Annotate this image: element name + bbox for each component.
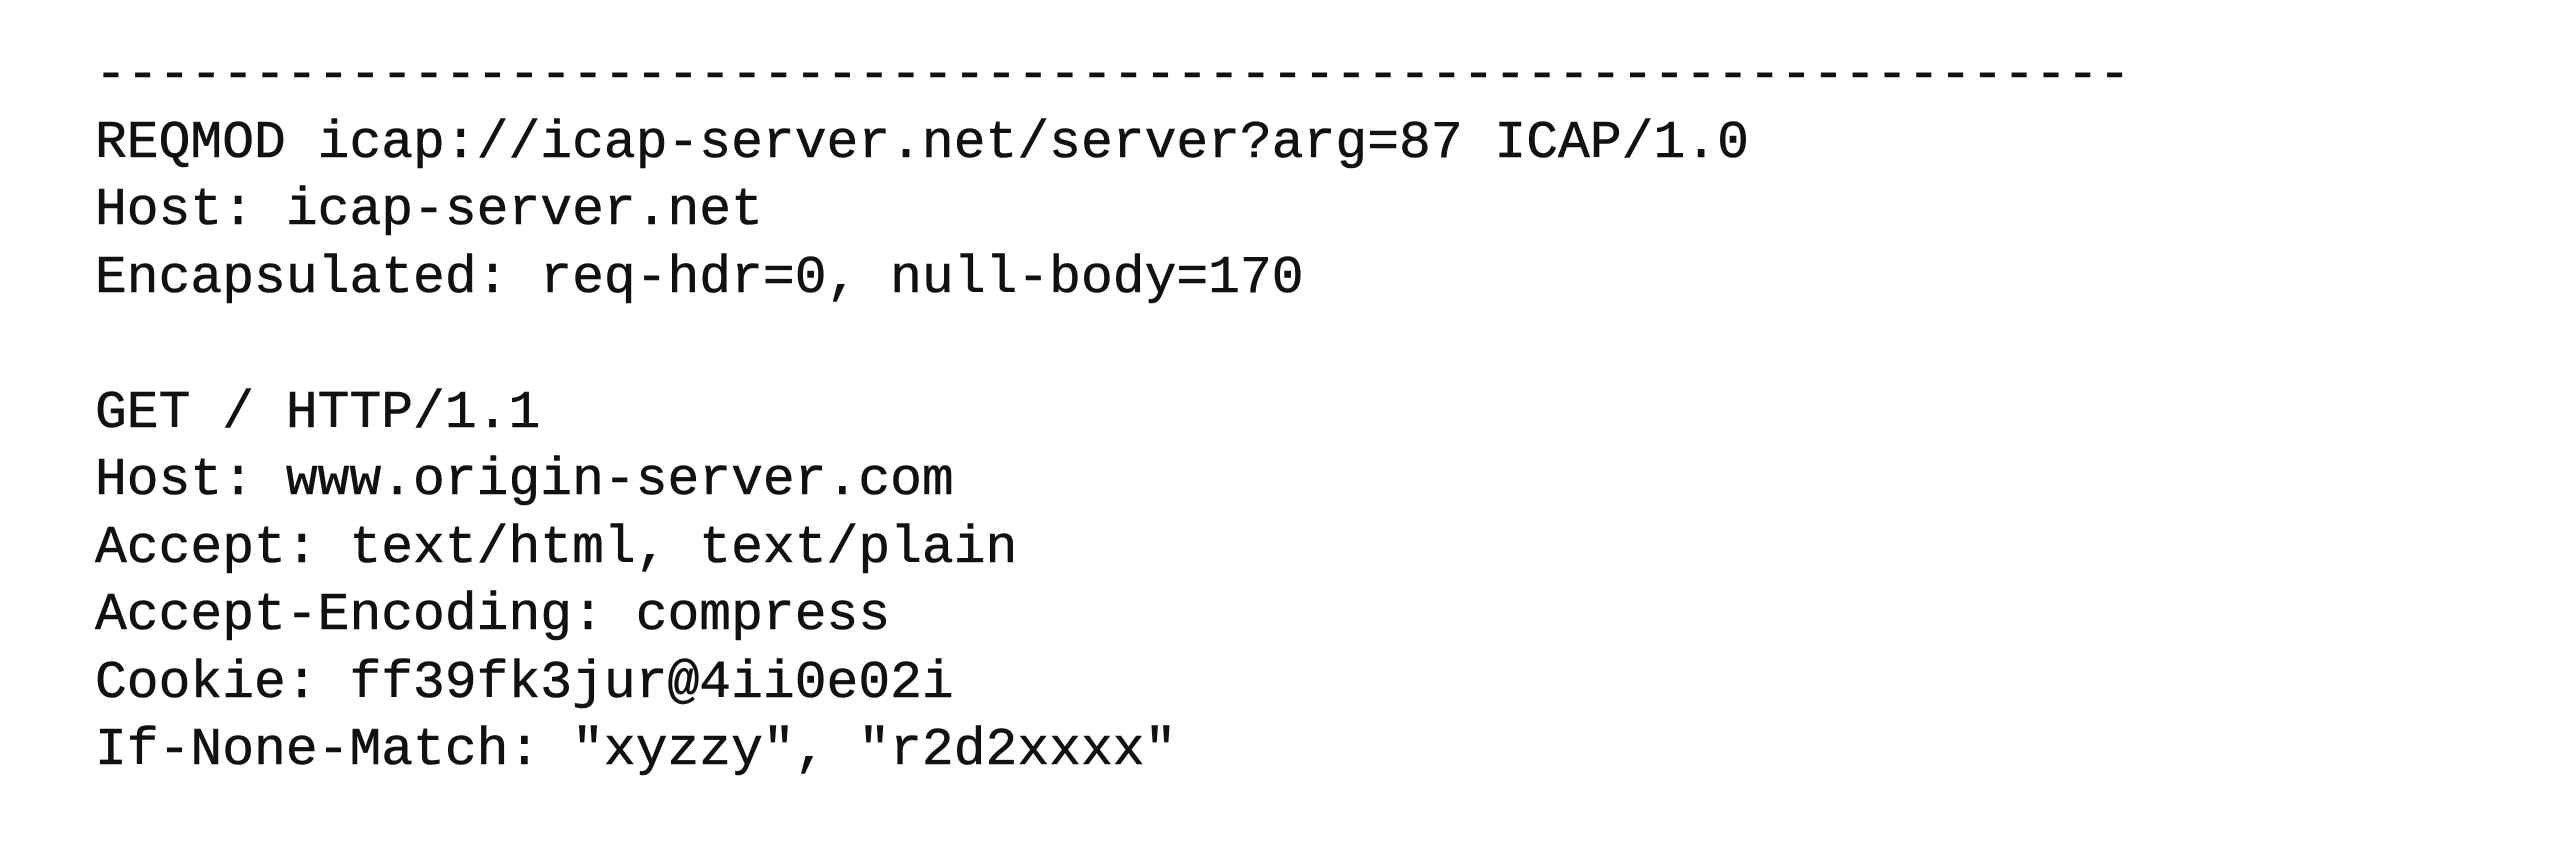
http-request-line: GET / HTTP/1.1 bbox=[95, 382, 541, 443]
http-accept-header: Accept: text/html, text/plain bbox=[95, 517, 1018, 578]
http-accept-encoding-header: Accept-Encoding: compress bbox=[95, 585, 891, 646]
icap-host-header: Host: icap-server.net bbox=[95, 180, 764, 241]
icap-request-line: REQMOD icap://icap-server.net/server?arg… bbox=[95, 112, 1749, 173]
http-cookie-header: Cookie: ff39fk3jur@4ii0e02i bbox=[95, 652, 954, 713]
separator-line: ----------------------------------------… bbox=[95, 45, 2131, 106]
icap-encapsulated-header: Encapsulated: req-hdr=0, null-body=170 bbox=[95, 247, 1304, 308]
icap-request-listing: ----------------------------------------… bbox=[95, 42, 2131, 785]
http-host-header: Host: www.origin-server.com bbox=[95, 450, 954, 511]
http-if-none-match-header: If-None-Match: "xyzzy", "r2d2xxxx" bbox=[95, 720, 1177, 781]
blank-line bbox=[95, 312, 2131, 380]
